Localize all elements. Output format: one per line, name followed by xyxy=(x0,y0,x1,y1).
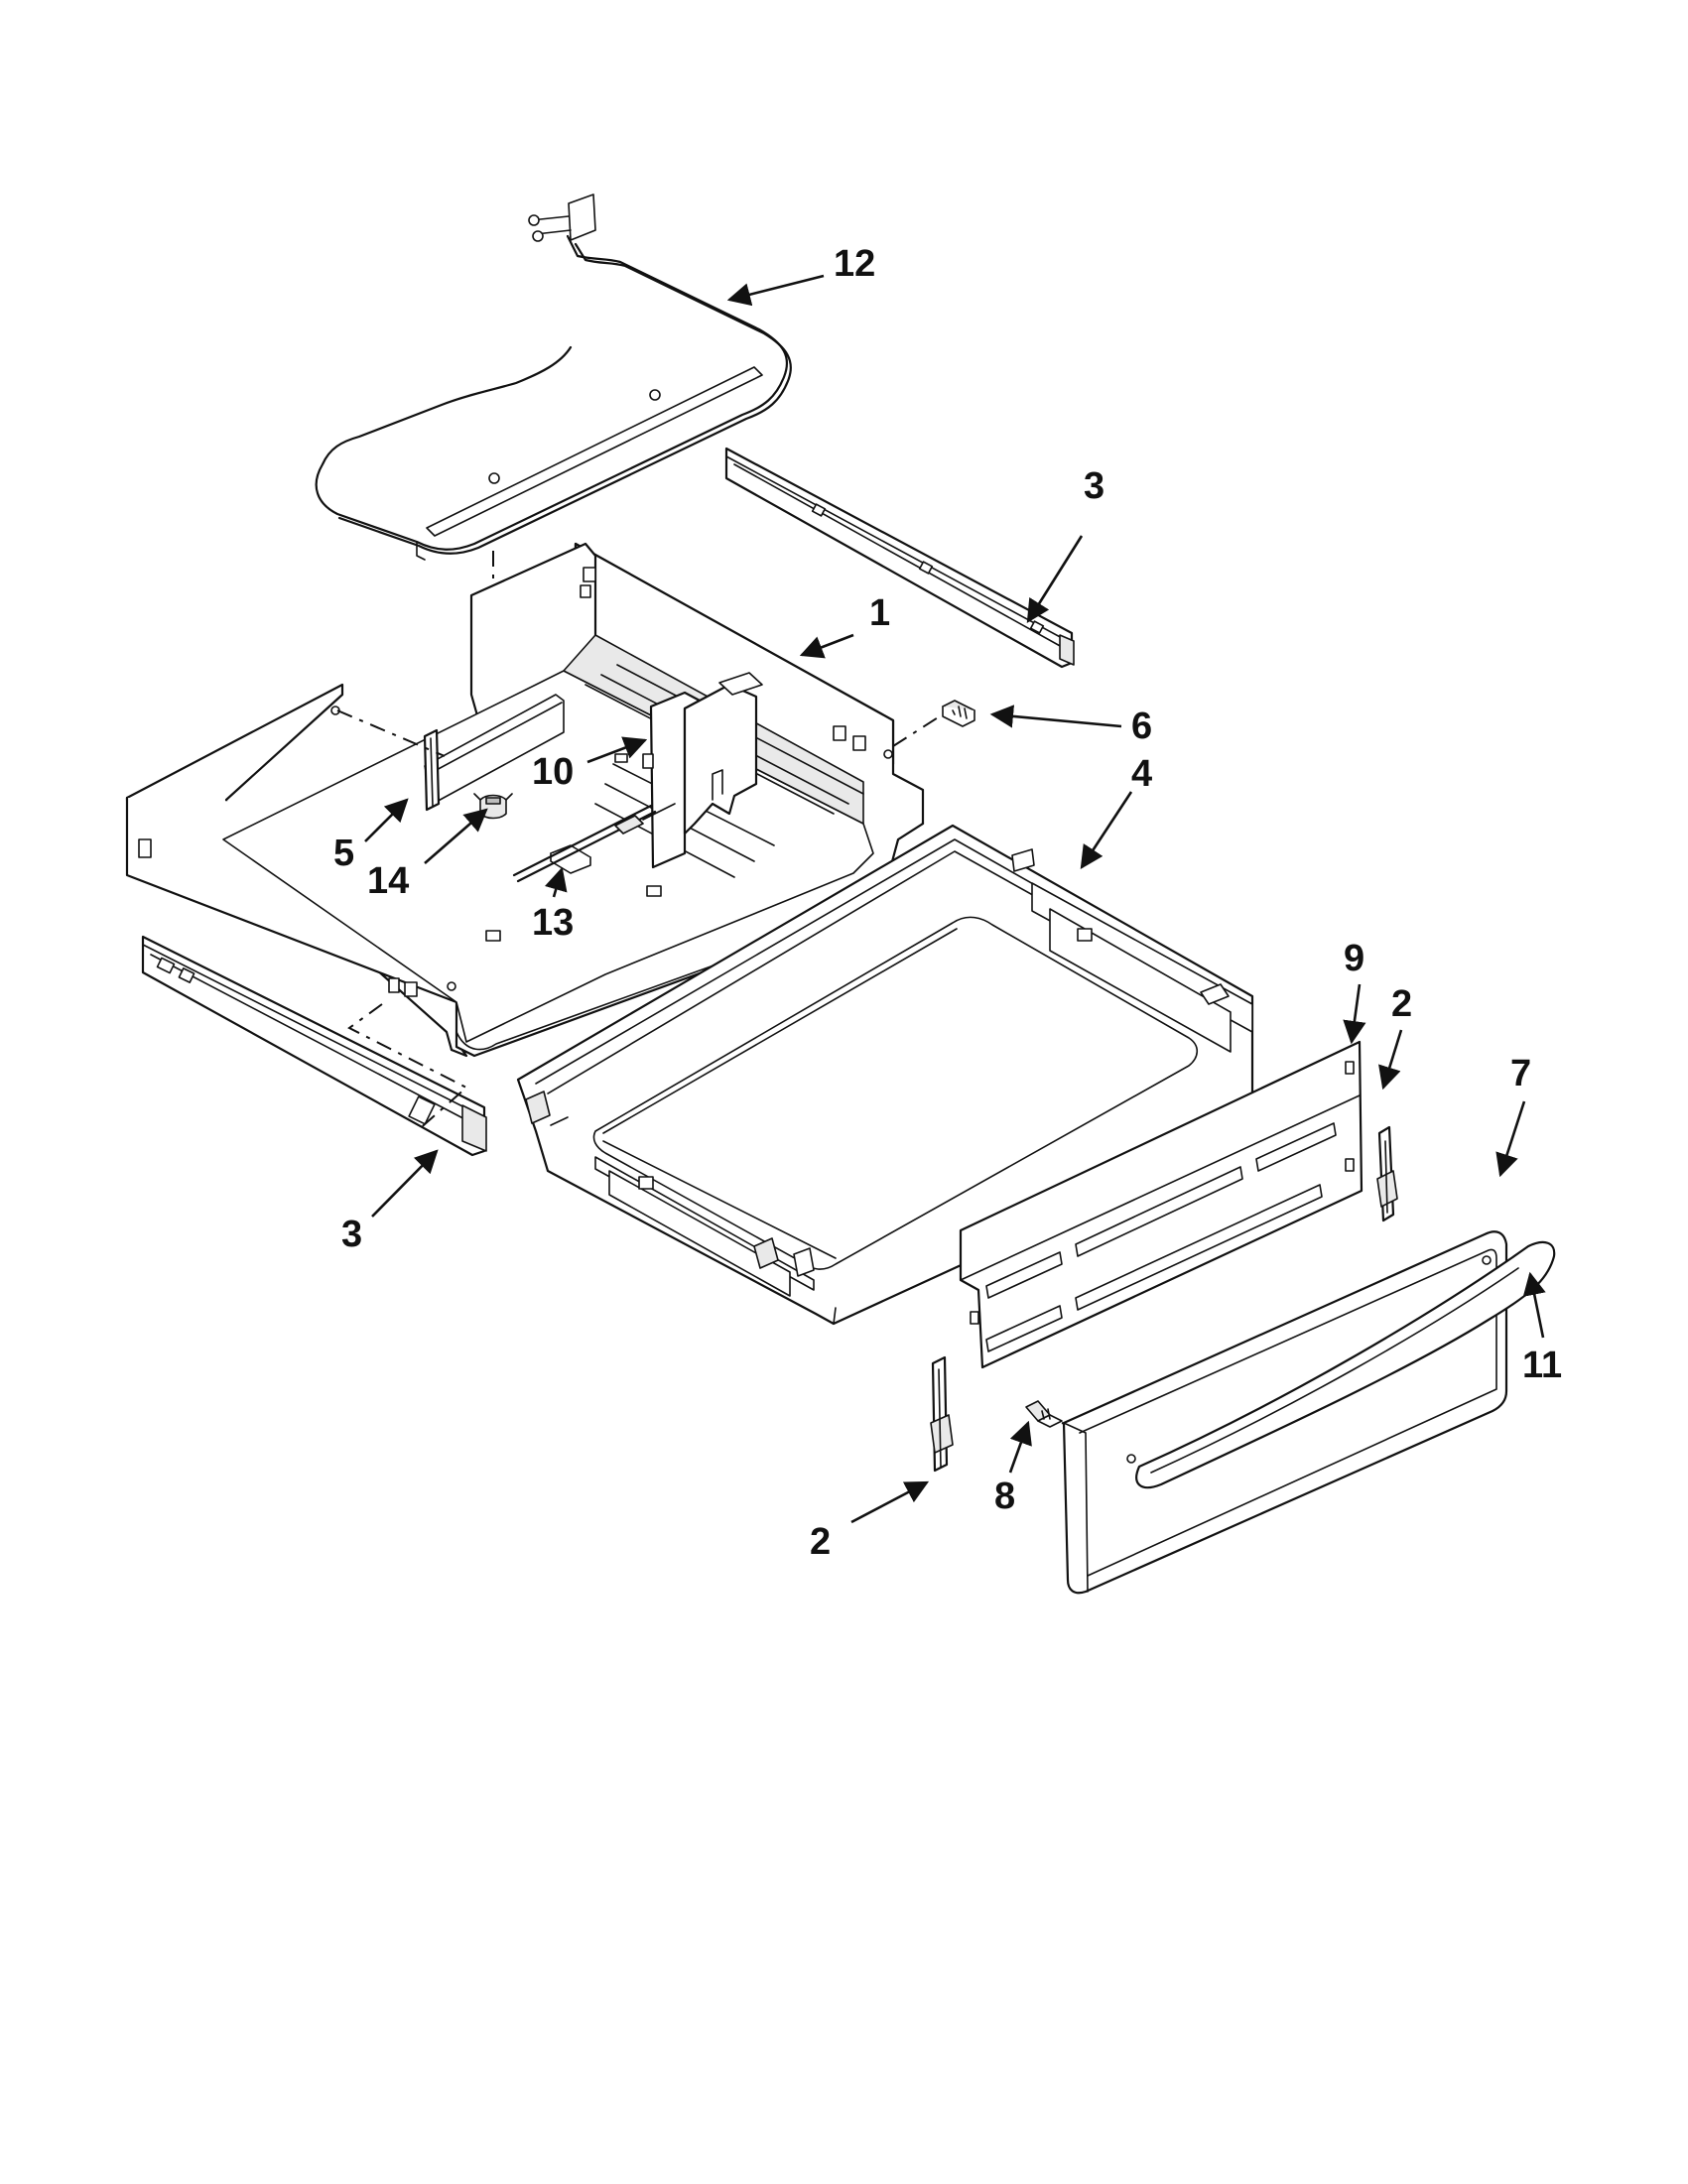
heat-shield-part-10 xyxy=(642,672,763,869)
door-hinge-right-part-2 xyxy=(1376,1125,1398,1222)
callout-label-8: 8 xyxy=(994,1476,1015,1517)
door-hinge-left-part-2 xyxy=(930,1355,954,1473)
callout-label-10: 10 xyxy=(532,751,574,793)
temperature-sensor-part-13 xyxy=(512,803,676,883)
screw-part-6 xyxy=(942,700,975,727)
callout-label-13: 13 xyxy=(532,902,574,944)
callout-label-6: 6 xyxy=(1131,706,1152,747)
callout-label-3-top: 3 xyxy=(1084,465,1104,507)
callout-arrows xyxy=(364,274,1546,1524)
callout-label-5: 5 xyxy=(333,833,354,874)
callout-label-3-bottom: 3 xyxy=(341,1214,362,1255)
callout-label-9: 9 xyxy=(1344,938,1364,979)
callout-label-14: 14 xyxy=(367,860,409,902)
callout-label-1: 1 xyxy=(869,592,890,634)
alignment-line-left-panel xyxy=(336,709,446,757)
screw-part-8 xyxy=(1025,1400,1063,1428)
callout-label-7: 7 xyxy=(1510,1053,1531,1094)
callout-label-2-left: 2 xyxy=(810,1521,831,1563)
callout-label-4: 4 xyxy=(1131,753,1152,795)
callout-label-2-right: 2 xyxy=(1391,983,1412,1025)
bake-element-part-12 xyxy=(315,193,792,561)
alignment-line-screw-6 xyxy=(892,713,944,747)
drawer-slide-rail-right-part-3 xyxy=(724,447,1075,669)
callout-label-11: 11 xyxy=(1522,1345,1562,1386)
callout-label-12: 12 xyxy=(834,243,875,285)
callout-labels: 12 3 1 6 10 4 5 14 13 9 2 7 3 11 8 2 xyxy=(333,243,1562,1563)
inner-door-panel-part-9 xyxy=(959,1040,1363,1369)
drawer-slide-rail-left-part-3 xyxy=(141,935,487,1157)
alignment-line-left-rail xyxy=(347,1003,468,1132)
heat-deflector-part-5 xyxy=(423,728,441,812)
